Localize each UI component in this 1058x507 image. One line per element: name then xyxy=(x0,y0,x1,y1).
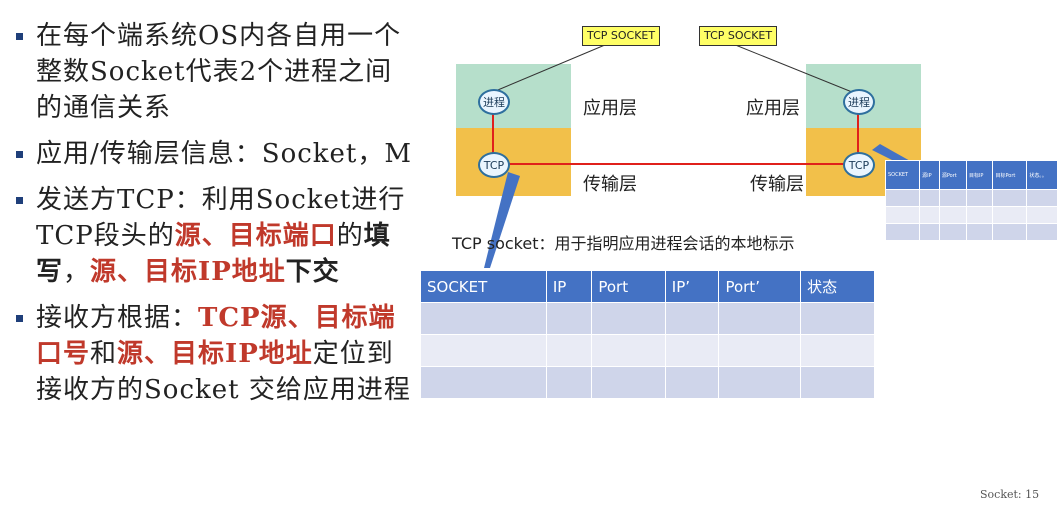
socket-table-header: SOCKET xyxy=(420,270,547,303)
socket-table-cell xyxy=(545,302,593,335)
socket-table-cell xyxy=(420,302,547,335)
socket-table-row xyxy=(420,366,875,399)
socket-table-cell xyxy=(800,366,875,399)
bullet-text-segment: 源、目标端口 xyxy=(174,221,337,251)
left-tcp-socket-callout: TCP SOCKET xyxy=(582,26,661,46)
small-table-header: 源Port xyxy=(938,160,967,190)
bullet-text-segment: ， xyxy=(63,257,91,287)
bullet-text-segment: 发送方TCP：利用Socket进行TCP段头的 xyxy=(36,185,406,251)
socket-table-cell xyxy=(420,334,547,367)
small-table-cell xyxy=(965,206,994,224)
left-tcp-icon: TCP xyxy=(478,152,510,178)
bullet-marker-icon xyxy=(16,197,23,204)
small-table-cell xyxy=(938,189,967,207)
socket-table-cell xyxy=(545,366,593,399)
bullet-marker-icon xyxy=(16,33,23,40)
socket-table-cell xyxy=(718,334,802,367)
socket-table-cell xyxy=(800,302,875,335)
socket-table-row xyxy=(420,334,875,367)
small-table-cell xyxy=(938,223,967,241)
small-table-cell xyxy=(884,189,921,207)
small-table-cell xyxy=(884,206,921,224)
small-table-cell xyxy=(884,223,921,241)
right-process-icon: 进程 xyxy=(843,89,875,115)
left-process-icon: 进程 xyxy=(478,89,510,115)
bullet-text-segment: 填写 xyxy=(36,221,391,287)
page-number: Socket: 15 xyxy=(980,488,1040,501)
small-table-cell xyxy=(965,189,994,207)
bullet-list: 在每个端系统OS内各自用一个整数Socket代表2个进程之间的通信关系应用/传输… xyxy=(14,18,414,418)
socket-table-cell xyxy=(591,302,666,335)
bullet-text-segment: 源、目标IP地址 xyxy=(90,257,286,287)
small-table-cell xyxy=(965,223,994,241)
socket-table-cell xyxy=(420,366,547,399)
socket-table-cell xyxy=(591,366,666,399)
bullet-item: 在每个端系统OS内各自用一个整数Socket代表2个进程之间的通信关系 xyxy=(14,18,414,126)
right-transport-layer-label: 传输层 xyxy=(750,174,804,195)
bullet-text-segment: 和 xyxy=(90,339,118,369)
small-table-row xyxy=(884,223,1058,241)
small-table-header: 状态。。 xyxy=(1026,160,1058,190)
right-tcp-icon: TCP xyxy=(843,152,875,178)
left-transport-layer-box xyxy=(456,128,571,196)
small-table-header: 目标Port xyxy=(992,160,1028,190)
small-table-cell xyxy=(992,189,1028,207)
socket-table-cell xyxy=(664,366,720,399)
bullet-item: 应用/传输层信息：Socket，M xyxy=(14,136,414,172)
socket-table-cell xyxy=(718,302,802,335)
bullet-item: 发送方TCP：利用Socket进行TCP段头的源、目标端口的填写，源、目标IP地… xyxy=(14,182,414,290)
small-table-row xyxy=(884,206,1058,224)
socket-table-cell xyxy=(591,334,666,367)
socket-table-header: IP xyxy=(545,270,593,303)
right-app-layer-label: 应用层 xyxy=(746,98,800,119)
socket-table-header: Port xyxy=(591,270,666,303)
socket-table-cell xyxy=(664,302,720,335)
bullet-text-segment: TCP源、目标端口号 xyxy=(36,303,396,369)
small-table-cell xyxy=(1026,223,1058,241)
small-table-header: SOCKET xyxy=(884,160,921,190)
tcp-socket-caption: TCP socket：用于指明应用进程会话的本地标示 xyxy=(452,234,795,253)
socket-table-header: Port’ xyxy=(718,270,802,303)
socket-table-cell xyxy=(718,366,802,399)
small-table-cell xyxy=(919,206,940,224)
left-app-layer-box xyxy=(456,64,571,128)
small-table-cell xyxy=(1026,206,1058,224)
bullet-item: 接收方根据：TCP源、目标端口号和源、目标IP地址定位到接收方的Socket 交… xyxy=(14,300,414,408)
bullet-text-segment: 应用/传输层信息：Socket，M xyxy=(36,139,412,169)
socket-table-row xyxy=(420,302,875,335)
small-table-cell xyxy=(1026,189,1058,207)
left-app-layer-label: 应用层 xyxy=(583,98,637,119)
bullet-text-segment: 源、目标IP地址 xyxy=(117,339,313,369)
small-table-row xyxy=(884,189,1058,207)
socket-table-cell xyxy=(545,334,593,367)
socket-table-header: IP’ xyxy=(664,270,720,303)
small-table-cell xyxy=(919,223,940,241)
left-transport-layer-label: 传输层 xyxy=(583,174,637,195)
small-table-cell xyxy=(992,223,1028,241)
small-table-header: 源IP xyxy=(919,160,940,190)
socket-table-header: 状态 xyxy=(800,270,875,303)
bullet-text-segment: 定位到接收方的Socket 交给应用进程 xyxy=(36,339,411,405)
small-table-cell xyxy=(938,206,967,224)
right-tcp-socket-callout: TCP SOCKET xyxy=(699,26,778,46)
bullet-marker-icon xyxy=(16,151,23,158)
bullet-text-segment: 接收方根据： xyxy=(36,303,199,333)
bullet-text-segment: 的 xyxy=(336,221,364,251)
small-table-cell xyxy=(919,189,940,207)
bullet-text-segment: 在每个端系统OS内各自用一个整数Socket代表2个进程之间的通信关系 xyxy=(36,21,402,123)
bullet-marker-icon xyxy=(16,315,23,322)
socket-table-cell xyxy=(664,334,720,367)
bullet-text-segment: 下交 xyxy=(285,257,340,287)
small-table-header: 目标IP xyxy=(965,160,994,190)
small-table-cell xyxy=(992,206,1028,224)
socket-table-cell xyxy=(800,334,875,367)
